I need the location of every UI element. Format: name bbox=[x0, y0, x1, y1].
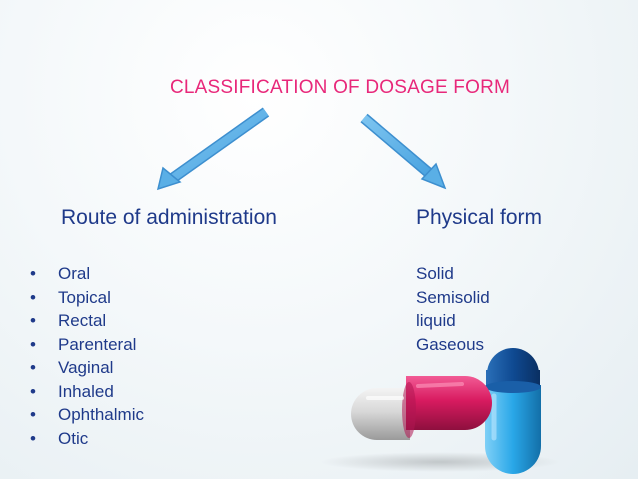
list-item: Semisolid bbox=[416, 287, 490, 307]
list-item: Solid bbox=[416, 264, 454, 283]
list-item: •Oral bbox=[30, 262, 144, 286]
list-item: liquid bbox=[416, 311, 456, 330]
list-item: •Topical bbox=[30, 286, 144, 310]
bullet-icon: • bbox=[30, 381, 36, 401]
list-item: •Rectal bbox=[30, 309, 144, 333]
bullet-icon: • bbox=[30, 428, 36, 448]
list-item: •Otic bbox=[30, 427, 144, 451]
bullet-icon: • bbox=[30, 264, 36, 283]
route-heading: Route of administration bbox=[61, 206, 277, 229]
bullet-icon: • bbox=[30, 287, 36, 307]
bullet-icon: • bbox=[30, 405, 36, 424]
arrow-down-right-icon bbox=[360, 113, 447, 190]
list-item: •Inhaled bbox=[30, 380, 144, 404]
bullet-icon: • bbox=[30, 358, 36, 377]
slide-title: CLASSIFICATION OF DOSAGE FORM bbox=[169, 77, 511, 98]
physical-heading: Physical form bbox=[416, 206, 543, 229]
capsule-pink-white-icon bbox=[351, 376, 492, 440]
arrow-down-left-icon bbox=[156, 107, 270, 191]
bullet-icon: • bbox=[30, 311, 36, 330]
list-item: Gaseous bbox=[416, 334, 485, 354]
list-item: •Parenteral bbox=[30, 333, 144, 357]
bullet-icon: • bbox=[30, 334, 36, 354]
physical-list: Solid Semisolid liquid Gaseous bbox=[416, 262, 490, 356]
list-item: •Ophthalmic bbox=[30, 403, 144, 427]
capsule-blue-icon bbox=[485, 348, 541, 474]
list-item: •Vaginal bbox=[30, 356, 144, 380]
route-list: •Oral •Topical •Rectal •Parenteral •Vagi… bbox=[30, 262, 144, 450]
